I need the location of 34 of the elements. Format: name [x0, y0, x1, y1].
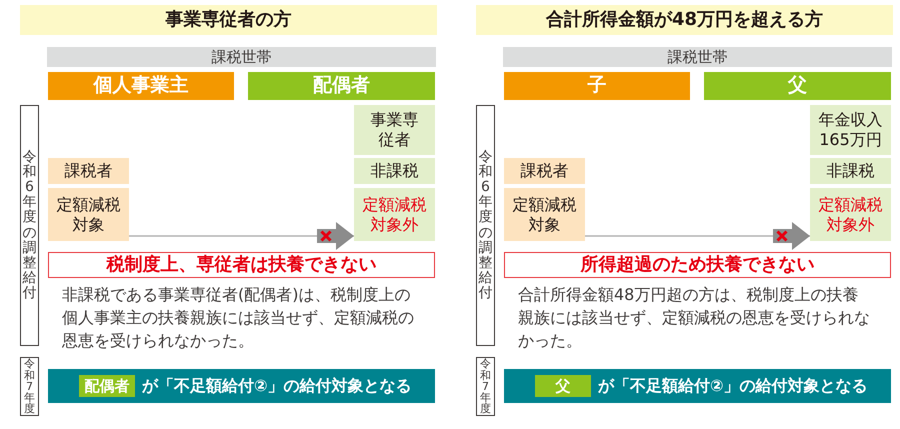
- notice-box: 税制度上、専従者は扶養できない: [48, 252, 435, 278]
- household-band: 課税世帯: [47, 47, 436, 67]
- status-card: 定額減税対象: [504, 188, 585, 241]
- result-text: が「不足額給付②」の給付対象となる: [142, 376, 412, 396]
- column-header: 配偶者: [248, 72, 435, 100]
- result-band: [504, 369, 891, 403]
- explanation-text: 非課税である事業専従者(配偶者)は、税制度上の個人事業主の扶養親族には該当せず、定額減税の恩恵を受けられなかった。: [62, 284, 415, 352]
- status-card: 課税者: [504, 158, 585, 184]
- column-header: 個人事業主: [48, 72, 234, 100]
- result-band: [48, 369, 435, 403]
- status-card: 定額減税対象: [48, 188, 129, 241]
- notice-box: 所得超過のため扶養できない: [504, 252, 891, 278]
- heading-band: 合計所得金額が48万円を超える方: [476, 5, 893, 35]
- status-card: 定額減税対象外: [810, 188, 891, 241]
- column-header: 子: [504, 72, 690, 100]
- status-card: 非課税: [354, 158, 435, 184]
- status-card: 年金収入165万円: [810, 105, 891, 155]
- status-card: 非課税: [810, 158, 891, 184]
- fiscal-year-box: 令和6年度の調整給付: [20, 105, 39, 346]
- recipient-tag: 配偶者: [79, 375, 135, 397]
- arrow: [129, 222, 354, 250]
- recipient-tag: 父: [535, 375, 591, 397]
- household-band: 課税世帯: [503, 47, 892, 67]
- status-card: 課税者: [48, 158, 129, 184]
- heading-band: 事業専従者の方: [20, 5, 437, 35]
- status-card: 事業専従者: [354, 105, 435, 155]
- fiscal-year-box: 令和6年度の調整給付: [476, 105, 495, 346]
- fiscal-year-box: 令和7年度: [20, 357, 39, 416]
- arrow: [585, 222, 810, 250]
- column-header: 父: [704, 72, 891, 100]
- result-text: が「不足額給付②」の給付対象となる: [598, 376, 868, 396]
- explanation-text: 合計所得金額48万円超の方は、税制度上の扶養親族には該当せず、定額減税の恩恵を受けられなかった。: [518, 284, 871, 352]
- status-card: 定額減税対象外: [354, 188, 435, 241]
- fiscal-year-box: 令和7年度: [476, 357, 495, 416]
